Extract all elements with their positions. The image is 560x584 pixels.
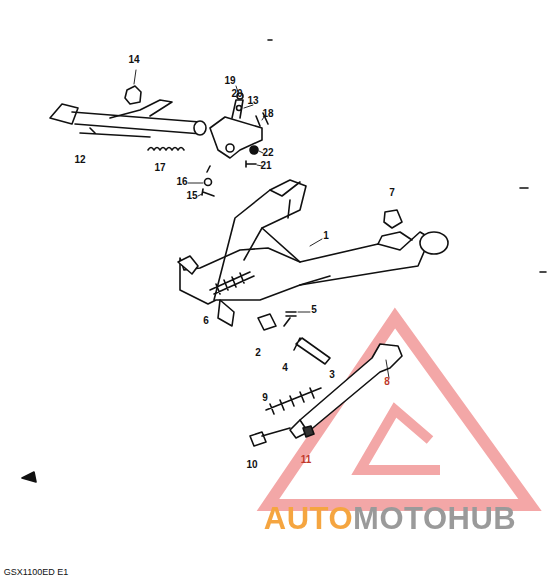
callout-number: 2 — [255, 348, 261, 358]
collar — [258, 314, 276, 330]
cotter-pin — [284, 312, 296, 326]
pedal-rubber — [125, 86, 141, 104]
center-stand — [178, 180, 448, 326]
spring — [148, 148, 184, 151]
callout-number: 3 — [329, 370, 335, 380]
callout-number: 17 — [154, 163, 165, 173]
callout-number: 15 — [186, 191, 197, 201]
watermark: AUTOMOTOHUB — [264, 503, 516, 534]
callout-number: 18 — [262, 109, 273, 119]
pedal-bracket — [210, 93, 262, 158]
side-stand-spring — [266, 388, 321, 414]
watermark-logo — [268, 318, 530, 505]
leader-lines — [134, 70, 389, 378]
callout-number: 12 — [74, 155, 85, 165]
stopper-rubber — [384, 210, 402, 228]
bolt — [202, 189, 214, 196]
callout-number: 20 — [231, 89, 242, 99]
callout-number: 9 — [262, 393, 268, 403]
callout-number: 10 — [246, 460, 257, 470]
callout-number: 11 — [301, 455, 312, 465]
callout-number: 4 — [282, 363, 288, 373]
callout-number: 14 — [128, 55, 139, 65]
bolt — [294, 338, 330, 364]
nut — [303, 426, 314, 437]
front-arrow — [22, 472, 36, 482]
callout-number: 21 — [260, 161, 271, 171]
gear-pedal — [50, 100, 206, 137]
callout-number: 5 — [311, 305, 317, 315]
callout-number: 1 — [323, 231, 329, 241]
side-stand — [290, 344, 402, 438]
callout-number: 19 — [224, 76, 235, 86]
clip — [207, 166, 210, 172]
nut — [250, 146, 258, 154]
model-code: GSX1100ED E1 — [4, 568, 68, 577]
callout-number: 22 — [262, 148, 273, 158]
pivot-bolt — [250, 428, 290, 446]
callout-number: 8 — [384, 377, 390, 387]
callout-number: 6 — [203, 316, 209, 326]
washer — [205, 179, 212, 186]
callout-number: 7 — [389, 188, 395, 198]
stand-spring — [210, 272, 254, 294]
bolt — [246, 161, 256, 167]
specks — [268, 40, 546, 272]
callout-number: 16 — [176, 177, 187, 187]
callout-number: 13 — [247, 96, 258, 106]
